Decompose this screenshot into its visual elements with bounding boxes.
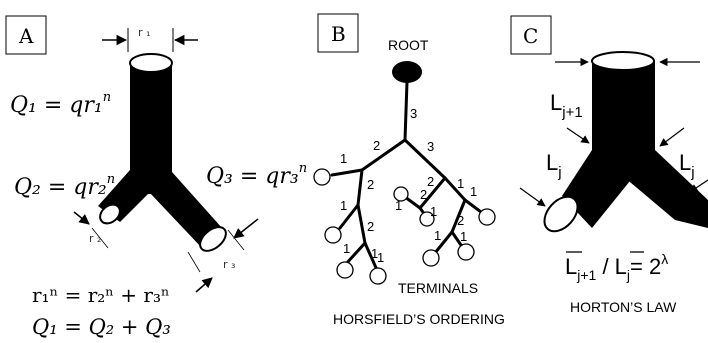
- panel-c-label-box: [510, 15, 552, 55]
- order-label: 1: [340, 151, 347, 166]
- terminal-node: [324, 226, 342, 244]
- bifurcation-vessel-c: [543, 51, 708, 233]
- terminal-nodes: [313, 168, 496, 285]
- order-label: 2: [457, 213, 464, 228]
- svg-text:Lj+1 / Lj= 2λ: Lj+1 / Lj= 2λ: [565, 251, 668, 283]
- r2-dimension: r ₂: [73, 211, 109, 249]
- label-left-child-length: Lj: [546, 150, 562, 181]
- panel-a-letter: A: [18, 24, 34, 48]
- terminal-node: [369, 267, 387, 285]
- order-label: 1: [457, 176, 464, 191]
- eq-radius: r₁ⁿ = r₂ⁿ + r₃ⁿ: [32, 283, 170, 307]
- terminal-node: [478, 208, 496, 226]
- right-child-opening-a: [199, 226, 227, 252]
- order-label: 3: [410, 106, 417, 121]
- terminal-node: [336, 261, 354, 279]
- order-label: 1: [460, 229, 467, 244]
- left-child-opening-a: [99, 203, 121, 225]
- order-label: 1: [470, 184, 477, 199]
- eq-q3: Q₃ = qr₃n: [206, 161, 307, 189]
- panel-b-letter: B: [331, 22, 346, 46]
- horton-caption: HORTON’S LAW: [570, 299, 677, 315]
- r2-label: r ₂: [89, 232, 101, 245]
- panel-a: A r ₁ r ₂ r ₃: [5, 15, 307, 339]
- eq-flow: Q₁ = Q₂ + Q₃: [32, 315, 171, 339]
- root-node: [392, 61, 422, 83]
- terminal-node: [457, 243, 475, 261]
- root-label: ROOT: [388, 37, 429, 53]
- r3-label: r ₃: [223, 258, 235, 271]
- right-branch-a: [132, 172, 222, 248]
- order-labels: 3 2 3 1 2 1 2 1 2 1 1 2 1 1 2 1 1 1 1: [340, 106, 477, 265]
- eq-q2: Q₂ = qr₂n: [14, 172, 115, 200]
- order-label: 3: [427, 139, 434, 154]
- terminal-node: [393, 186, 409, 202]
- panel-c-letter: C: [523, 24, 538, 48]
- bifurcation-vessel-a: [98, 53, 227, 252]
- terminals-label: TERMINALS: [398, 280, 478, 296]
- panel-c: C Lj+1 Lj Lj Lj+1 / Lj= 2λ: [510, 15, 708, 315]
- horton-law-equation: Lj+1 / Lj= 2λ: [565, 251, 668, 283]
- order-label: 1: [340, 198, 347, 213]
- order-label: 1: [343, 241, 350, 256]
- label-parent-length: Lj+1: [550, 90, 583, 121]
- label-right-child-length: Lj: [679, 150, 695, 181]
- vessel-c-arrows: [519, 57, 708, 207]
- terminal-node: [422, 249, 440, 267]
- r1-dimension: r ₁: [102, 26, 198, 52]
- panel-a-label-box: [5, 15, 47, 55]
- terminal-node: [313, 168, 331, 186]
- eq-q1: Q₁ = qr₁n: [10, 90, 111, 118]
- panel-b-label-box: [317, 13, 359, 53]
- order-label: 1: [430, 204, 437, 219]
- order-label: 1: [434, 228, 441, 243]
- horsfield-caption: HORSFIELD’S ORDERING: [333, 311, 505, 327]
- parent-opening-a: [129, 53, 173, 73]
- left-child-opening-c: [543, 195, 579, 233]
- order-label: 2: [427, 174, 434, 189]
- right-branch-c: [592, 150, 708, 228]
- order-label: 1: [377, 250, 384, 265]
- order-label: 2: [420, 187, 427, 202]
- order-label: 1: [371, 246, 378, 261]
- r1-label: r ₁: [138, 26, 150, 39]
- order-label: 2: [373, 138, 380, 153]
- panel-b: B ROOT: [313, 13, 505, 327]
- order-label: 2: [367, 219, 374, 234]
- order-label: 2: [367, 177, 374, 192]
- parent-opening-c: [591, 51, 655, 71]
- order-label: 1: [395, 198, 402, 213]
- r3-dimension: r ₃: [187, 218, 259, 293]
- terminal-node: [419, 211, 435, 227]
